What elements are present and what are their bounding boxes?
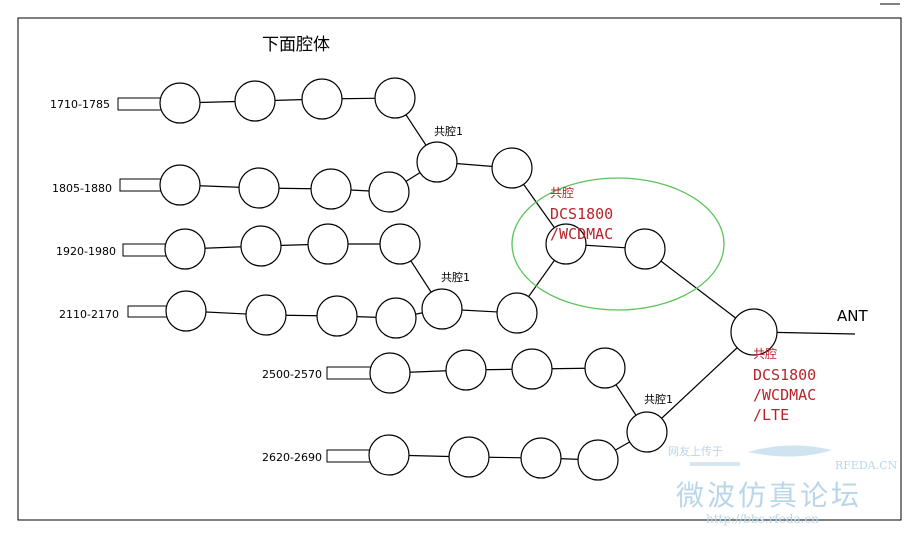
junction-resonator: [626, 411, 668, 453]
resonator: [159, 82, 201, 124]
resonator: [496, 292, 538, 334]
antenna-label: ANT: [837, 307, 868, 325]
combiner-resonator: [545, 223, 587, 265]
port-stub: [122, 243, 167, 257]
highlight-ellipse: [511, 177, 725, 311]
outer-combiner-line1: DCS1800: [753, 366, 816, 384]
port-label: 1710-1785: [50, 98, 110, 111]
line-junction3-outer: [646, 331, 755, 433]
resonator: [448, 436, 490, 478]
resonator: [445, 349, 487, 391]
resonator: [577, 439, 619, 481]
inner-combiner-annotation: 共腔 DCS1800 /WCDMAC: [550, 185, 613, 243]
resonator: [374, 77, 416, 119]
outer-combiner-line2: /WCDMAC: [753, 386, 816, 404]
port-stub: [117, 97, 163, 111]
resonator: [520, 437, 562, 479]
inner-combiner-label: 共腔: [550, 185, 574, 200]
watermark-small-text: 网友上传于: [668, 444, 723, 458]
port-label: 2620-2690: [262, 451, 322, 464]
junction-label: 共腔1: [644, 392, 673, 406]
watermark-bar: [690, 462, 740, 466]
port-label: 1920-1980: [56, 245, 116, 258]
port-label: 2110-2170: [59, 308, 119, 321]
junction-resonator: [421, 288, 463, 330]
resonators: [159, 77, 778, 481]
resonator: [368, 434, 410, 476]
diagram-title: 下面腔体: [262, 35, 330, 55]
resonator: [234, 80, 276, 122]
resonator: [240, 225, 282, 267]
resonator: [316, 295, 358, 337]
port-stub: [326, 366, 372, 380]
watermark-logo-icon: [748, 445, 832, 457]
junction-labels: 共腔1 共腔1 共腔1: [434, 124, 673, 406]
resonator: [310, 168, 352, 210]
outer-combiner-line3: /LTE: [753, 406, 789, 424]
resonator: [375, 297, 417, 339]
junction-label: 共腔1: [441, 270, 470, 284]
port-label: 1805-1880: [52, 182, 112, 195]
resonator: [491, 147, 533, 189]
resonator: [511, 348, 553, 390]
diagram-frame: [17, 17, 902, 521]
port-label: 2500-2570: [262, 368, 322, 381]
port-stub: [326, 449, 371, 463]
watermark: 网友上传于 RFEDA.CN 微波仿真论坛 http://bbs.rfeda.c…: [668, 444, 898, 526]
resonator: [301, 78, 343, 120]
resonator: [368, 171, 410, 213]
inner-combiner-line1: DCS1800: [550, 205, 613, 223]
outer-combiner-annotation: 共腔 DCS1800 /WCDMAC /LTE: [753, 346, 816, 424]
inner-combiner-line2: /WCDMAC: [550, 225, 613, 243]
resonator: [307, 223, 349, 265]
junction-label: 共腔1: [434, 124, 463, 138]
watermark-brand: RFEDA.CN: [835, 459, 898, 472]
resonator: [369, 352, 411, 394]
resonator: [379, 223, 421, 265]
resonator: [164, 228, 206, 270]
port-stub: [119, 178, 162, 192]
resonator: [245, 294, 287, 336]
watermark-url: http://bbs.rfeda.cn: [706, 512, 819, 526]
resonator: [159, 164, 201, 206]
resonator: [584, 347, 626, 389]
port-stubs: [117, 97, 372, 463]
port-labels: 1710-1785 1805-1880 1920-1980 2110-2170 …: [50, 98, 322, 464]
antenna-combiner-resonator: [730, 308, 778, 356]
resonator: [238, 167, 280, 209]
resonator: [165, 290, 207, 332]
port-stub: [127, 305, 169, 318]
junction-resonator: [416, 141, 458, 183]
resonator: [624, 228, 666, 270]
watermark-title: 微波仿真论坛: [676, 479, 862, 512]
outer-combiner-label: 共腔: [753, 346, 777, 361]
